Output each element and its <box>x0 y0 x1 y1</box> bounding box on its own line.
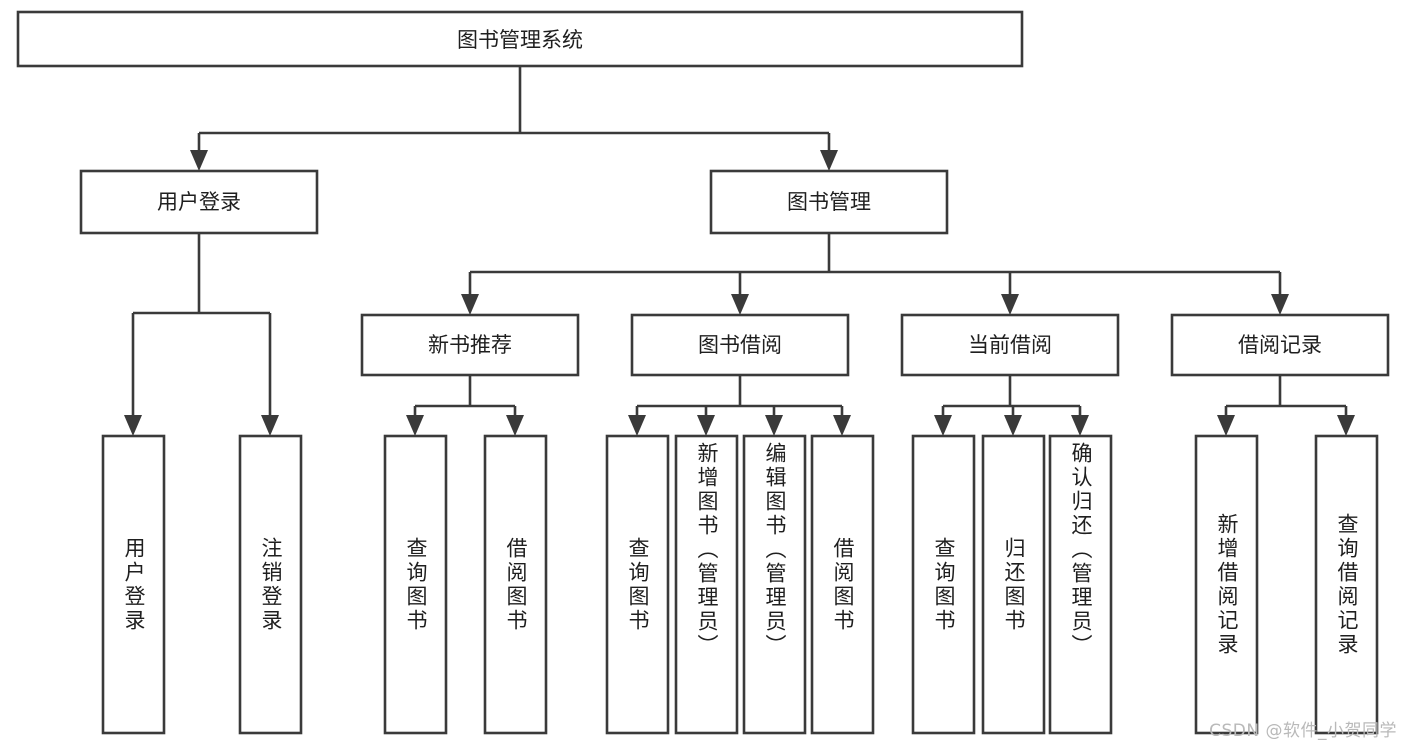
arrowhead-leaf-user-login <box>124 415 142 436</box>
arrowhead-leaf-add-record <box>1217 415 1235 436</box>
node-root[interactable]: 图书管理系统 <box>16 10 1024 68</box>
arrowhead-leaf-edit-book <box>765 415 783 436</box>
node-borrow-record[interactable]: 借阅记录 <box>1170 313 1390 377</box>
arrowhead-user-login <box>190 150 208 171</box>
leaf-box-query-record[interactable] <box>1314 434 1379 735</box>
current-borrow-box[interactable] <box>900 313 1120 377</box>
borrow-record-box[interactable] <box>1170 313 1390 377</box>
node-layer: 图书管理系统 用户登录 图书管理 新书推荐 图书借阅 当前 <box>16 10 1390 735</box>
root-label: 图书管理系统 <box>457 28 583 52</box>
new-book-rec-box[interactable] <box>360 313 580 377</box>
arrowhead-current-borrow <box>1001 294 1019 315</box>
leaf-box-return-book[interactable] <box>981 434 1046 735</box>
leaf-box-edit-book[interactable] <box>742 434 807 735</box>
leaf-box-user-login[interactable] <box>101 434 166 735</box>
leaf-box-logout-login[interactable] <box>238 434 303 735</box>
book-manage-label: 图书管理 <box>787 190 871 214</box>
arrowhead-leaf-confirm-return <box>1071 415 1089 436</box>
user-login-label: 用户登录 <box>157 190 241 214</box>
borrow-record-label: 借阅记录 <box>1238 333 1322 357</box>
arrowhead-leaf-add-book <box>697 415 715 436</box>
leaf-box-borrow-book-1[interactable] <box>483 434 548 735</box>
node-new-book-rec[interactable]: 新书推荐 <box>360 313 580 377</box>
new-book-rec-label: 新书推荐 <box>428 333 512 357</box>
node-book-manage[interactable]: 图书管理 <box>709 169 949 235</box>
watermark-text: CSDN @软件_小贺同学 <box>1209 721 1397 741</box>
arrowhead-leaf-query-book-2 <box>628 415 646 436</box>
arrowhead-leaf-query-book-3 <box>934 415 952 436</box>
node-user-login[interactable]: 用户登录 <box>79 169 319 235</box>
arrowhead-leaf-logout-login <box>261 415 279 436</box>
leaf-box-add-record[interactable] <box>1194 434 1259 735</box>
arrowhead-leaf-query-book-1 <box>406 415 424 436</box>
node-book-borrow[interactable]: 图书借阅 <box>630 313 850 377</box>
book-manage-box[interactable] <box>709 169 949 235</box>
arrowhead-leaf-return-book <box>1004 415 1022 436</box>
arrowhead-leaf-borrow-book-2 <box>833 415 851 436</box>
leaf-box-query-book-3[interactable] <box>911 434 976 735</box>
user-login-box[interactable] <box>79 169 319 235</box>
arrowhead-leaf-borrow-book-1 <box>506 415 524 436</box>
book-borrow-box[interactable] <box>630 313 850 377</box>
leaf-box-query-book-1[interactable] <box>383 434 448 735</box>
arrowhead-book-borrow <box>731 294 749 315</box>
book-borrow-label: 图书借阅 <box>698 333 782 357</box>
leaf-box-query-book-2[interactable] <box>605 434 670 735</box>
connector-layer <box>124 66 1355 436</box>
arrowhead-leaf-query-record <box>1337 415 1355 436</box>
arrowhead-book-manage <box>820 150 838 171</box>
arrowhead-borrow-record <box>1271 294 1289 315</box>
arrowhead-new-book-rec <box>461 294 479 315</box>
root-box[interactable] <box>16 10 1024 68</box>
current-borrow-label: 当前借阅 <box>968 333 1052 357</box>
node-current-borrow[interactable]: 当前借阅 <box>900 313 1120 377</box>
leaf-box-add-book[interactable] <box>674 434 739 735</box>
leaf-box-borrow-book-2[interactable] <box>810 434 875 735</box>
leaf-box-confirm-return[interactable] <box>1048 434 1113 735</box>
